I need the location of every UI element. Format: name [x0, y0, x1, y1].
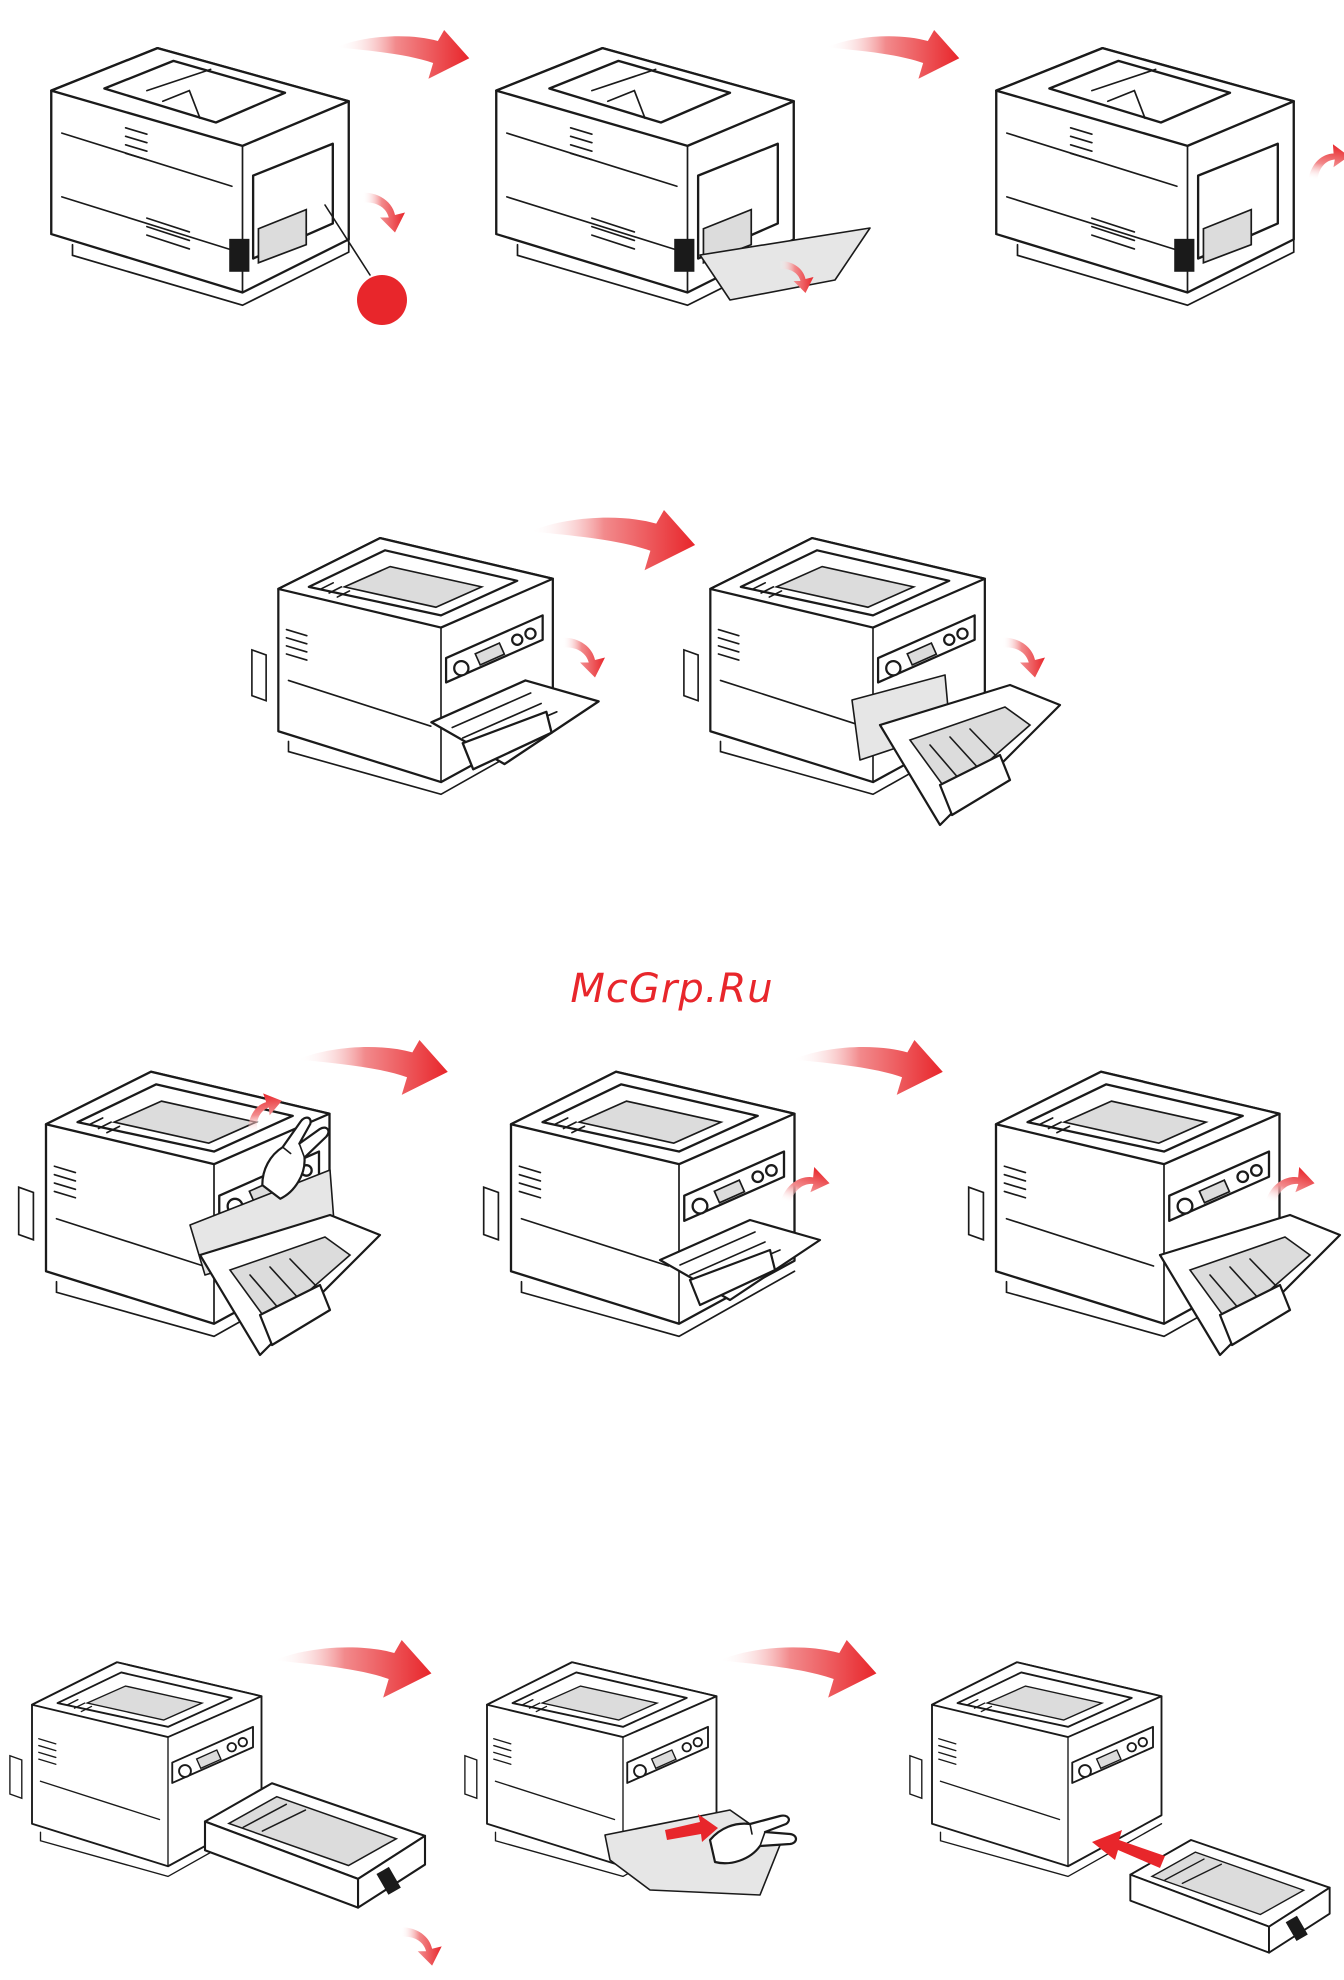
red-arrow-icon — [297, 1040, 448, 1095]
red-arrow-icon — [363, 193, 406, 233]
step-8-close-cover — [969, 1072, 1340, 1355]
red-arrow-icon — [401, 1927, 442, 1965]
step-6-remove-paper — [19, 1072, 380, 1355]
red-arrow-icon — [1003, 638, 1046, 678]
step-5-front-cover-open — [684, 538, 1060, 825]
red-arrow-icon — [719, 1640, 877, 1698]
step-3-rear-close — [996, 48, 1344, 305]
step-4-mp-tray-open — [252, 538, 605, 794]
red-arrow-icon — [336, 30, 470, 79]
printer-rear-icon — [51, 48, 349, 305]
red-arrow-icon — [274, 1640, 432, 1698]
step-7-close-mp-tray — [484, 1072, 833, 1337]
red-arrow-icon — [792, 1040, 943, 1095]
step-11-insert-tray — [910, 1662, 1330, 1952]
watermark-text: McGrp.Ru — [0, 966, 1344, 1012]
printer-rear-icon — [996, 48, 1294, 305]
step-9-pull-tray — [10, 1662, 442, 1965]
step-10-remove-tray-paper — [465, 1662, 796, 1895]
callout-dot-icon — [357, 275, 407, 325]
red-arrow-icon — [1309, 141, 1344, 185]
red-arrow-icon — [530, 510, 695, 570]
printer-front-icon — [484, 1072, 795, 1337]
red-arrow-icon — [563, 638, 606, 678]
step-2-rear-open-paper — [496, 48, 870, 305]
red-arrow-icon — [826, 30, 960, 79]
step-1-rear-lever — [51, 48, 407, 325]
paper-tray-icon — [205, 1783, 425, 1907]
